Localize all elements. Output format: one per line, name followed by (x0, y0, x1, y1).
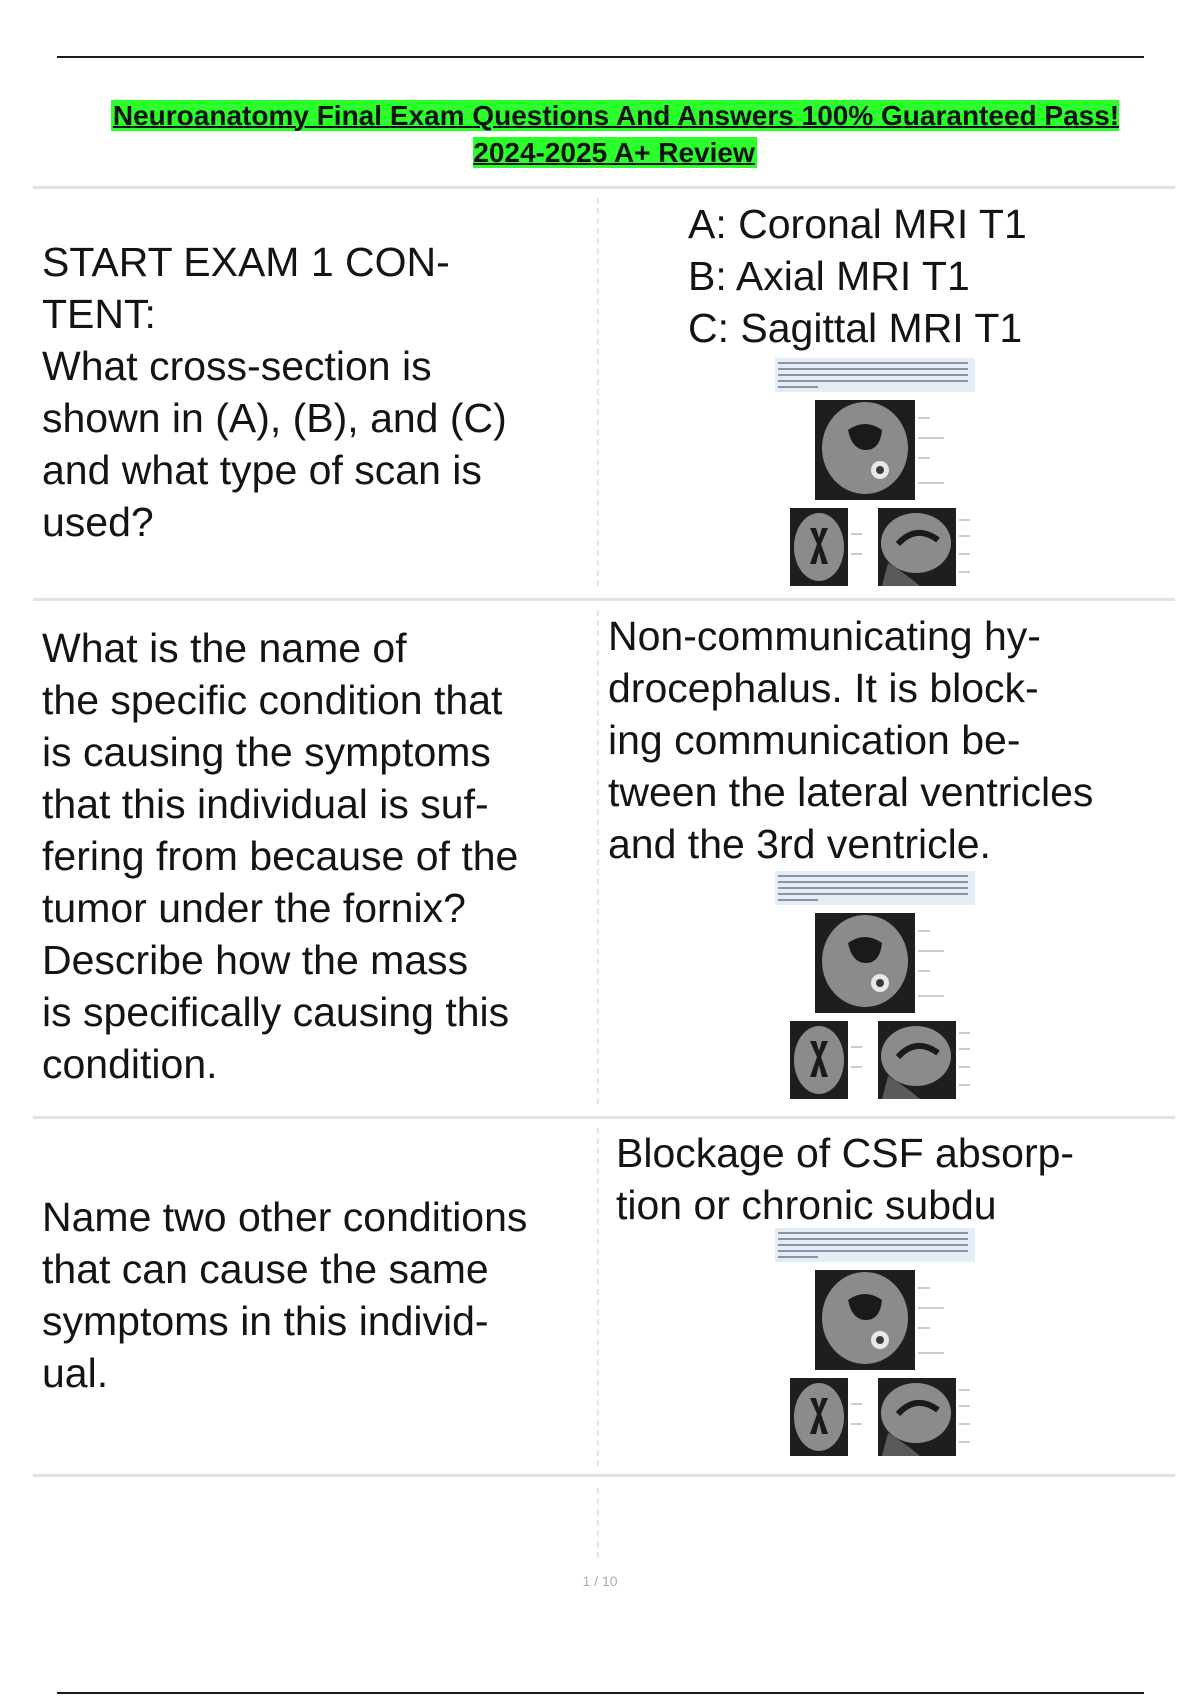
axial-ventricles (810, 1041, 828, 1077)
text-line: ual. (42, 1350, 109, 1396)
card-divider (33, 186, 1175, 189)
text-line: ing communication be- (608, 717, 1021, 763)
answer-text: Non-communicating hy-drocephalus. It is … (608, 610, 1188, 870)
question-text: START EXAM 1 CON- TENT: What cross-section… (42, 236, 587, 548)
card-divider (33, 1116, 1175, 1119)
text-line: shown in (A), (B), and (C) (42, 395, 507, 441)
figure-caption-line (778, 1256, 818, 1258)
figure-caption-line (778, 893, 968, 895)
figure-caption-line (778, 875, 968, 877)
text-line: tumor under the fornix? (42, 885, 466, 931)
top-rule (57, 56, 1144, 58)
sagittal-ventricle (895, 530, 940, 547)
mri-figure-graphic (775, 871, 975, 1099)
figure-caption-line (778, 362, 968, 364)
figure-caption-line (778, 368, 968, 370)
mri-figure-graphic (775, 1228, 975, 1456)
tumor-core (876, 1336, 884, 1344)
mri-scan-figure (770, 358, 980, 588)
sagittal-ventricle (895, 1400, 940, 1417)
document-title: Neuroanatomy Final Exam Questions And An… (90, 97, 1140, 171)
figure-caption-line (778, 899, 818, 901)
sagittal-brain (881, 1383, 951, 1443)
coronal-ventricle (848, 424, 882, 450)
text-line: Non-communicating hy- (608, 613, 1041, 659)
bottom-rule (57, 1692, 1144, 1694)
figure-caption-line (778, 1250, 968, 1252)
question-text: Name two other conditions that can cause … (42, 1191, 602, 1399)
text-line: START EXAM 1 CON- (42, 239, 450, 285)
card-divider (33, 598, 1175, 601)
text-line: Blockage of CSF absorp- (616, 1130, 1075, 1176)
text-line: TENT: (42, 291, 156, 337)
column-divider (597, 198, 599, 586)
answer-text: Blockage of CSF absorp-tion or chronic s… (616, 1127, 1176, 1231)
figure-caption-line (778, 1238, 968, 1240)
text-line: used? (42, 499, 154, 545)
text-line: and the 3rd ventricle. (608, 821, 991, 867)
figure-caption-line (778, 374, 968, 376)
mri-figure-graphic (775, 358, 975, 586)
question-text: What is the name of the specific conditio… (42, 622, 602, 1090)
axial-ventricles (810, 1398, 828, 1434)
sagittal-brainstem (882, 1076, 920, 1099)
text-line: fering from because of the (42, 833, 519, 879)
mri-scan-figure (770, 871, 980, 1101)
text-line: C: Sagittal MRI T1 (688, 305, 1023, 351)
text-line: tion or chronic subdu (616, 1182, 997, 1228)
figure-caption-line (778, 386, 818, 388)
figure-caption-line (778, 1232, 968, 1234)
figure-caption-line (778, 1244, 968, 1246)
answer-text: A: Coronal MRI T1 B: Axial MRI T1 C: Sagit… (688, 198, 1168, 354)
tumor-core (876, 466, 884, 474)
sagittal-brainstem (882, 563, 920, 586)
text-line: Describe how the mass (42, 937, 469, 983)
text-line: condition. (42, 1041, 218, 1087)
text-line: the specific condition that (42, 677, 503, 723)
page-indicator: 1 / 10 (582, 1573, 618, 1589)
sagittal-brain (881, 513, 951, 573)
text-line: tween the lateral ventricles (608, 769, 1094, 815)
coronal-ventricle (848, 937, 882, 963)
document-title-text: Neuroanatomy Final Exam Questions And An… (110, 100, 1120, 168)
text-line: is causing the symptoms (42, 729, 491, 775)
figure-caption-line (778, 380, 968, 382)
text-line: A: Coronal MRI T1 (688, 201, 1027, 247)
tumor-core (876, 979, 884, 987)
text-line: B: Axial MRI T1 (688, 253, 970, 299)
column-divider (597, 610, 599, 1104)
column-divider (597, 1128, 599, 1466)
sagittal-ventricle (895, 1043, 940, 1060)
text-line: that this individual is suf- (42, 781, 489, 827)
figure-caption-line (778, 881, 968, 883)
text-line: What cross-section is (42, 343, 432, 389)
text-line: symptoms in this individ- (42, 1298, 489, 1344)
column-divider (597, 1488, 599, 1558)
sagittal-brain (881, 1026, 951, 1086)
figure-caption-line (778, 887, 968, 889)
coronal-ventricle (848, 1294, 882, 1320)
text-line: is specifically causing this (42, 989, 510, 1035)
axial-ventricles (810, 528, 828, 564)
mri-scan-figure (770, 1228, 980, 1458)
card-divider (33, 1474, 1175, 1477)
text-line: What is the name of (42, 625, 407, 671)
text-line: Name two other conditions (42, 1194, 528, 1240)
text-line: drocephalus. It is block- (608, 665, 1039, 711)
text-line: that can cause the same (42, 1246, 489, 1292)
text-line: and what type of scan is (42, 447, 482, 493)
sagittal-brainstem (882, 1433, 920, 1456)
